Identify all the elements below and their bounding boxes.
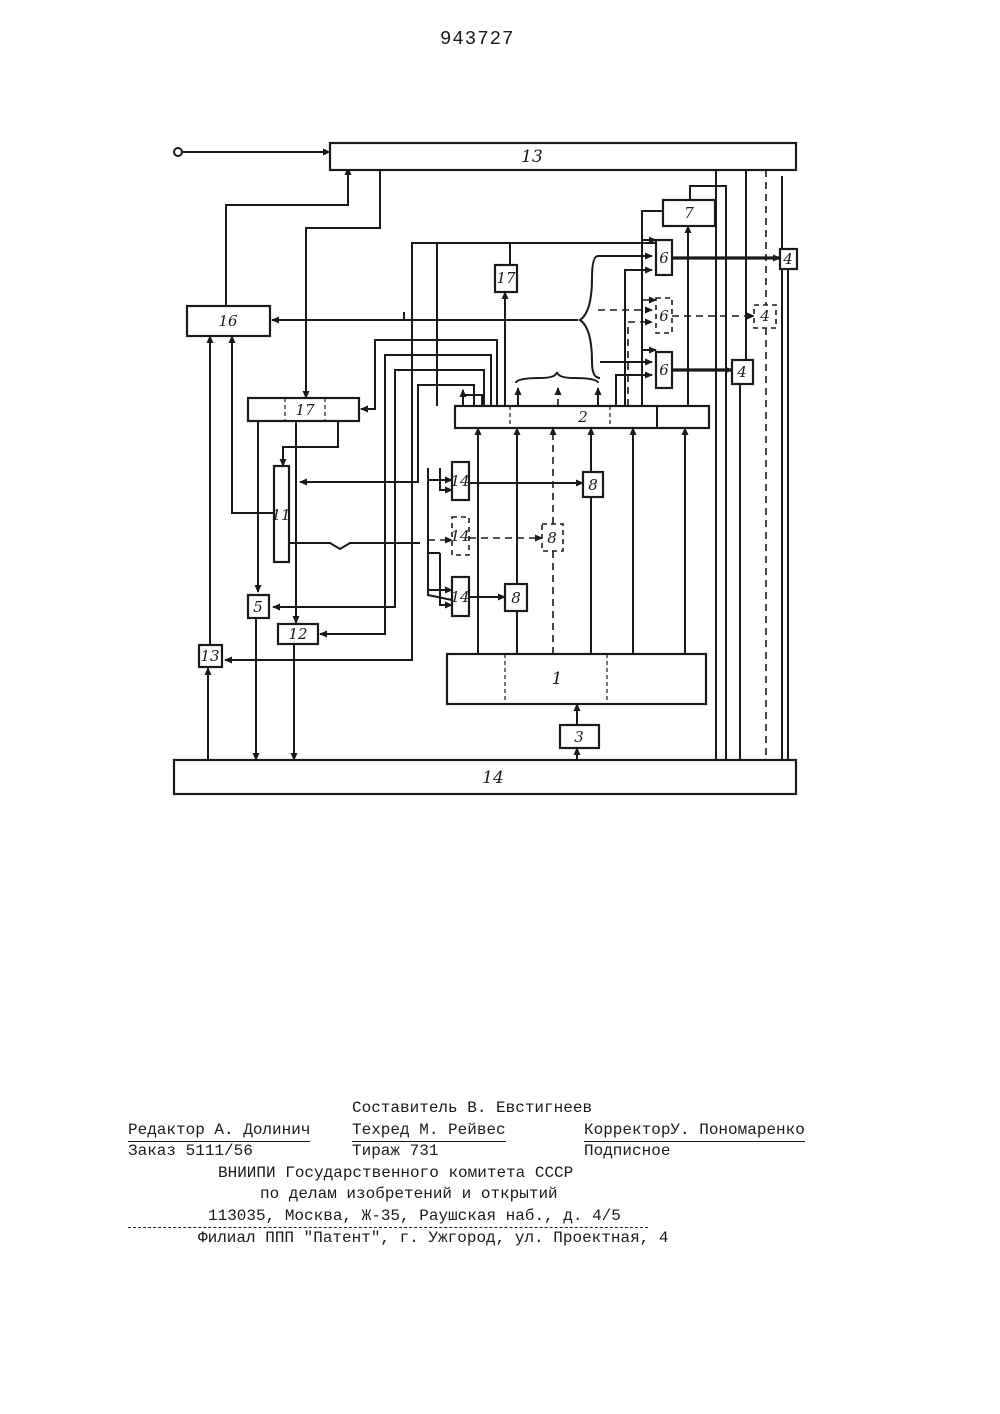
block-label: 16	[218, 312, 238, 330]
block-label: 14	[450, 588, 469, 606]
block-label: 1	[552, 669, 563, 689]
editor-text: Редактор А. Долинич	[128, 1120, 310, 1143]
block-3: 3	[560, 725, 599, 748]
corrector-text: КорректорУ. Пономаренко	[584, 1120, 805, 1143]
block-label: 4	[736, 363, 747, 381]
block-label: 14	[450, 527, 469, 545]
block-13: 14	[174, 760, 796, 794]
circulation-text: Тираж 731	[352, 1141, 438, 1163]
block-label: 8	[588, 476, 598, 494]
block-16: 17	[248, 398, 359, 421]
block-14-top: 14	[450, 462, 469, 500]
block-4-mid: 4	[754, 305, 776, 328]
address-text: 113035, Москва, Ж-35, Раушская наб., д. …	[208, 1206, 621, 1228]
org-line-2: по делам изобретений и открытий	[260, 1184, 558, 1206]
block-label: 6	[659, 361, 669, 379]
block-6-bottom: 6	[656, 352, 672, 388]
block-4-top: 4	[780, 249, 797, 269]
block-label: 13	[200, 647, 219, 665]
block-8-bottom: 8	[505, 584, 527, 611]
input-terminal-icon	[174, 148, 182, 156]
subscription-text: Подписное	[584, 1141, 670, 1163]
block-2: 2	[455, 406, 709, 428]
block-label: 14	[482, 768, 504, 788]
block-15: 16	[187, 306, 270, 336]
block-label: 3	[574, 728, 584, 746]
block-label: 6	[659, 249, 669, 267]
block-11: 13	[199, 645, 222, 667]
block-8-mid: 8	[542, 524, 563, 551]
block-17: 17	[495, 265, 517, 292]
block-label: 8	[547, 529, 557, 547]
block-label: 2	[577, 408, 588, 426]
block-label: 11	[271, 506, 290, 524]
block-label: 5	[253, 598, 263, 616]
block-8-top: 8	[583, 472, 603, 497]
block-label: 17	[496, 269, 516, 287]
block-4-bottom: 4	[732, 360, 753, 384]
block-label: 4	[759, 307, 770, 325]
block-label: 17	[295, 401, 315, 419]
block-label: 8	[511, 589, 521, 607]
block-14-bottom: 14	[450, 577, 469, 616]
block-label: 4	[782, 250, 793, 268]
block-7: 7	[663, 200, 715, 226]
block-label: 6	[659, 307, 669, 325]
techred-text: Техред М. Рейвес	[352, 1120, 506, 1143]
block-label: 7	[684, 204, 694, 222]
block-9: 11	[271, 466, 290, 562]
block-label: 14	[450, 472, 469, 490]
block-6-mid: 6	[656, 298, 672, 333]
block-10: 12	[278, 624, 318, 644]
block-label: 12	[288, 625, 307, 643]
compiler-text: Составитель В. Евстигнеев	[352, 1098, 592, 1120]
order-text: Заказ 5111/56	[128, 1141, 253, 1163]
block-label: 13	[521, 147, 543, 167]
block-5: 5	[248, 595, 269, 618]
org-line-1: ВНИИПИ Государственного комитета СССР	[218, 1163, 573, 1185]
block-12: 13	[330, 143, 796, 170]
block-6-top: 6	[656, 240, 672, 275]
branch-text: Филиал ППП "Патент", г. Ужгород, ул. Про…	[198, 1228, 668, 1250]
colophon: Составитель В. Евстигнеев Редактор А. До…	[128, 1098, 848, 1250]
block-1: 1	[447, 654, 706, 704]
block-14-mid: 14	[450, 517, 469, 555]
